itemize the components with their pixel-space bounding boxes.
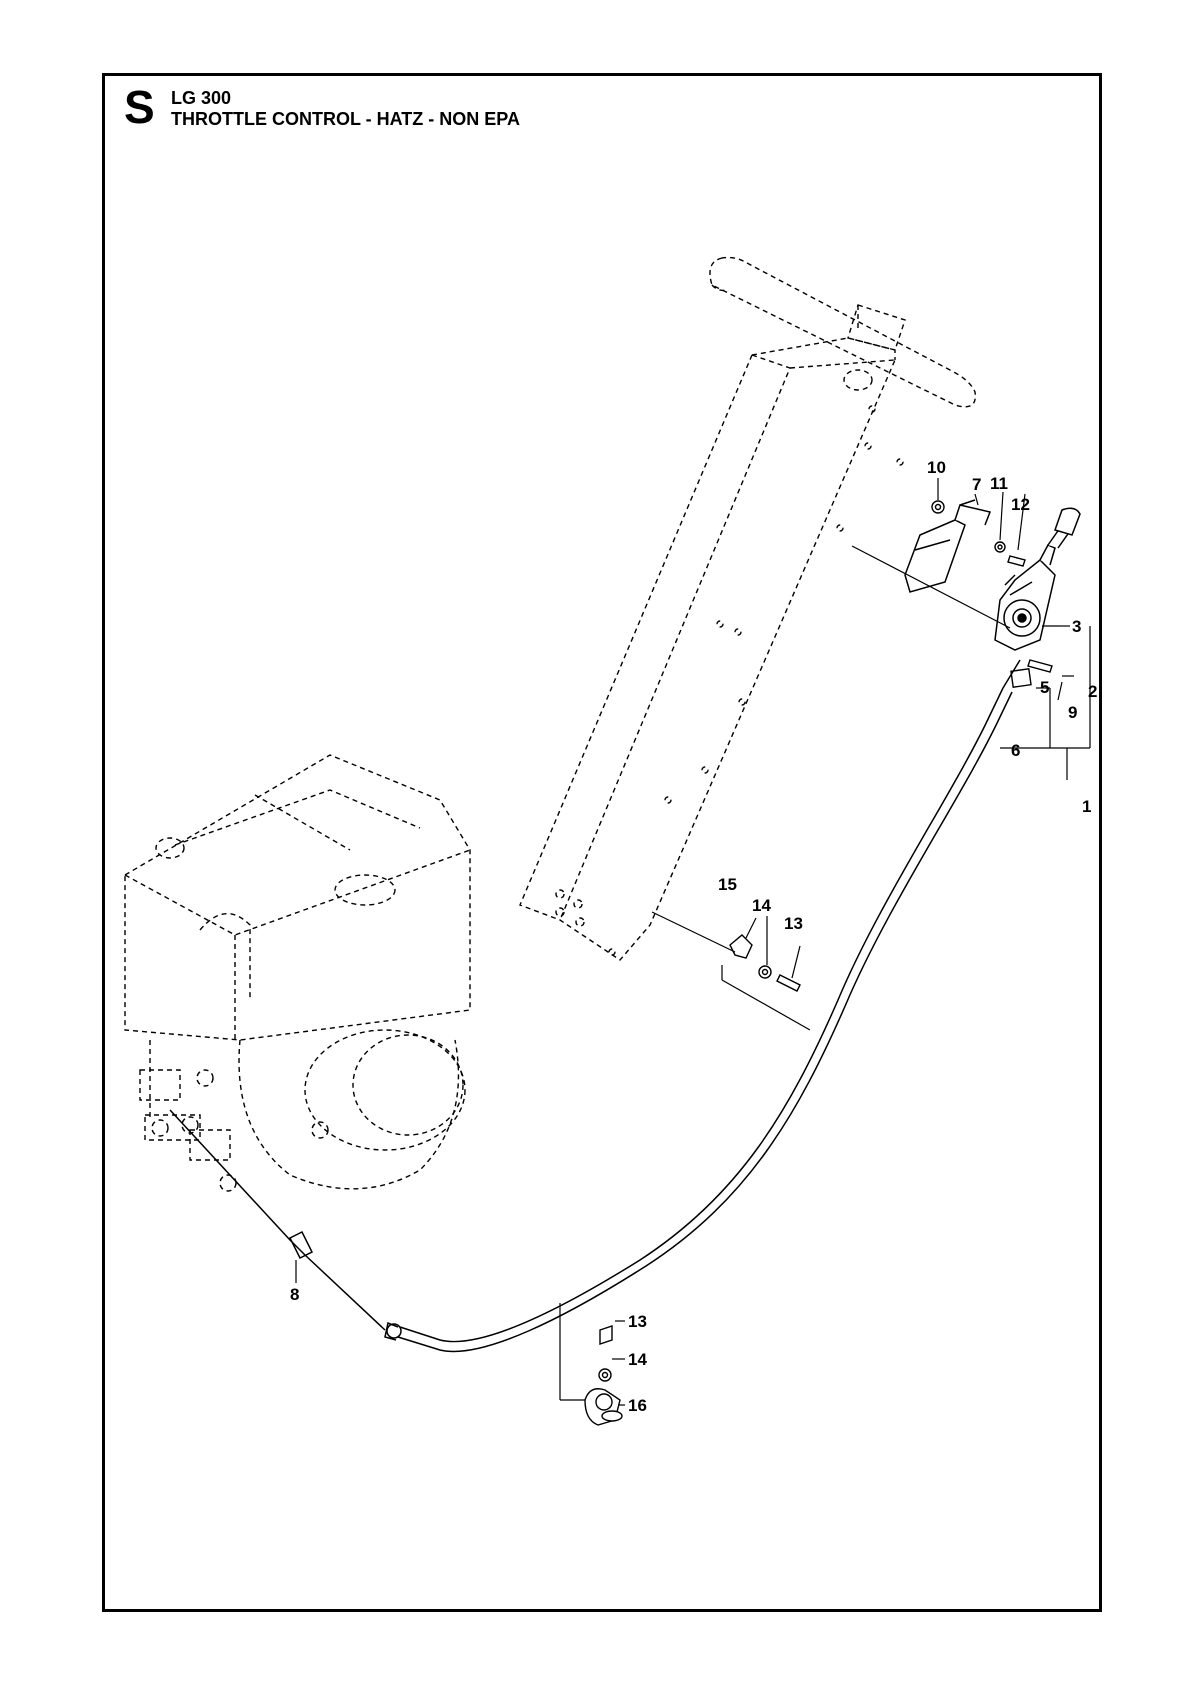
model-name: LG 300: [171, 88, 232, 108]
small-parts: [584, 500, 1053, 1426]
callout-5: 5: [1040, 678, 1049, 697]
callout-14-lower: 14: [628, 1350, 647, 1369]
callout-3: 3: [1072, 617, 1081, 636]
throttle-cable: [169, 659, 1021, 1353]
callout-13-lower: 13: [628, 1312, 647, 1331]
leader-lines: [295, 478, 1091, 1406]
callout-15: 15: [718, 875, 737, 894]
section-letter: S: [124, 81, 155, 133]
callout-10: 10: [927, 458, 946, 477]
callout-8: 8: [290, 1285, 299, 1304]
callout-2: 2: [1088, 682, 1097, 701]
bracket: [904, 499, 992, 593]
diagram-title: THROTTLE CONTROL - HATZ - NON EPA: [171, 109, 520, 129]
callout-16: 16: [628, 1396, 647, 1415]
throttle-lever-assembly: [994, 507, 1081, 651]
callouts: 1 2 3 5 6 7 8 9 10 11 12 13 14 15 13 14 …: [290, 458, 1097, 1415]
diagram-frame: [102, 73, 1102, 1612]
callout-9: 9: [1068, 703, 1077, 722]
callout-11: 11: [990, 474, 1008, 493]
callout-1: 1: [1082, 797, 1091, 816]
handle-bar: [709, 256, 977, 408]
callout-13-upper: 13: [784, 914, 803, 933]
callout-14-upper: 14: [752, 896, 771, 915]
callout-12: 12: [1011, 495, 1030, 514]
engine: [124, 754, 471, 1192]
callout-6: 6: [1011, 741, 1020, 760]
callout-7: 7: [972, 475, 981, 494]
handle-column: [519, 304, 906, 961]
